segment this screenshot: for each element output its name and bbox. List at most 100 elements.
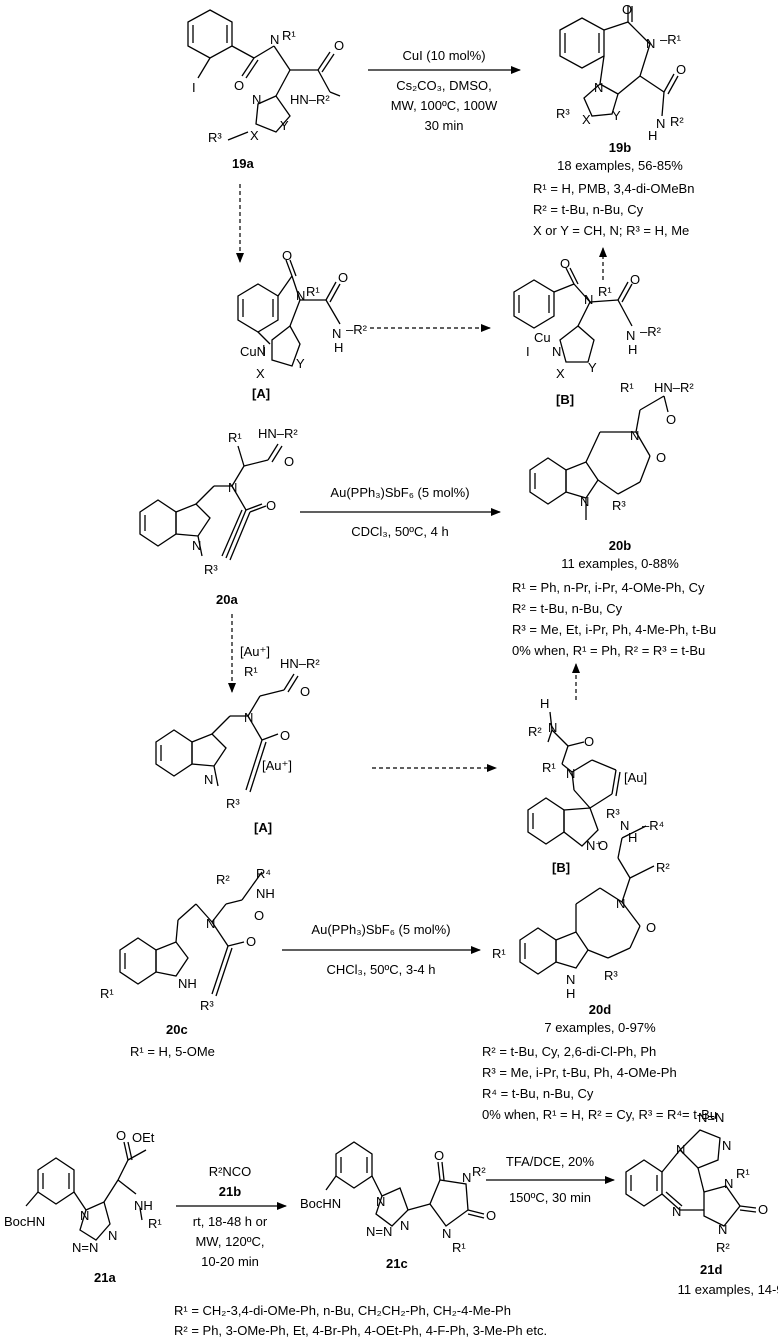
conditions-line-1: CuI (10 mol%) — [402, 48, 485, 63]
intermediate-b-label: [B] — [552, 860, 570, 875]
compound-19b-structure — [559, 6, 679, 117]
intermediate-a-label: [A] — [252, 386, 270, 401]
tetrazole-n: N — [80, 1208, 89, 1223]
examples-yield: 11 examples, 0-88% — [561, 556, 679, 571]
examples-yield: 7 examples, 0-97% — [544, 1020, 656, 1035]
amide-h: H — [540, 696, 549, 711]
iminium-nitrogen: N⁺ — [586, 838, 602, 853]
r1-group: R¹ — [100, 986, 114, 1001]
substituent-r3: R³ = Me, i-Pr, t-Bu, Ph, 4-OMe-Ph — [482, 1065, 677, 1080]
amide-nh: N — [332, 326, 341, 341]
compound-label-21d: 21d — [700, 1262, 722, 1277]
y-atom: Y — [588, 360, 597, 375]
nitrogen-atom: N — [630, 428, 639, 443]
nitrogen-atom: N — [548, 720, 557, 735]
oxygen-atom: O — [300, 684, 310, 699]
catalyst-label: [Au⁺] — [240, 644, 270, 659]
reagent-label-21b: 21b — [219, 1184, 241, 1199]
conditions-line-2: Cs₂CO₃, DMSO, — [396, 78, 492, 93]
nitrogen-atom: N — [718, 1222, 727, 1237]
nitrogen-atom: N — [584, 292, 593, 307]
tetrazole-n: N — [722, 1138, 731, 1153]
compound-20d-structure — [519, 825, 655, 975]
oxygen-atom: O — [666, 412, 676, 427]
x-atom: X — [582, 112, 591, 127]
iodine-atom: I — [192, 80, 196, 95]
r1-group: R¹ — [228, 430, 242, 445]
r1-group: R¹ — [244, 664, 258, 679]
r1-group: R¹ — [736, 1166, 750, 1181]
oxygen-atom: O — [246, 934, 256, 949]
compound-label-21a: 21a — [94, 1270, 116, 1285]
r1-group: R¹ — [306, 284, 320, 299]
intermediate-b-structure — [527, 711, 621, 847]
compound-21c-structure — [325, 1141, 485, 1227]
compound-20c-structure — [119, 871, 263, 997]
oxygen-atom: O — [486, 1208, 496, 1223]
scheme-2: R¹ HN–R² O N O N R³ 20a Au(PPh₃)SbF₆ (5 … — [139, 380, 716, 875]
ester-oet: OEt — [132, 1130, 155, 1145]
oxygen-atom: O — [622, 2, 632, 17]
tetrazole-n: N — [376, 1194, 385, 1209]
nitrogen-atom: N — [566, 766, 575, 781]
r4-group: –R⁴ — [642, 818, 664, 833]
intermediate-b-label: [B] — [556, 392, 574, 407]
nitrogen-atom: N — [252, 92, 261, 107]
conditions-line-1: Au(PPh₃)SbF₆ (5 mol%) — [311, 922, 450, 937]
scheme-3: R² R⁴ NH O N O NH R¹ R³ 20c R¹ = H, 5-OM… — [100, 818, 717, 1122]
scheme-4: OEt O NH R¹ BocHN N N=N N 21a R²NCO 21b … — [4, 1110, 778, 1338]
r3-group: R³ — [556, 106, 570, 121]
tetrazole-n: N=N — [72, 1240, 98, 1255]
r1-group: R¹ — [452, 1240, 466, 1255]
r2-group: R² — [656, 860, 670, 875]
y-atom: Y — [612, 108, 621, 123]
indole-nh: N — [566, 972, 575, 987]
compound-21d-structure — [625, 1129, 757, 1227]
substituent-r2: R² = Ph, 3-OMe-Ph, Et, 4-Br-Ph, 4-OEt-Ph… — [174, 1323, 547, 1338]
r2-group: R² — [528, 724, 542, 739]
zero-yield-note: 0% when, R¹ = H, R² = Cy, R³ = R⁴= t-Bu — [482, 1107, 717, 1122]
r2-group: R² — [716, 1240, 730, 1255]
r1-group: R¹ — [620, 380, 634, 395]
intermediate-a-structure — [237, 259, 341, 367]
nitrogen-atom: N — [594, 80, 603, 95]
intermediate-a-structure — [155, 673, 299, 793]
imine-n: N — [672, 1204, 681, 1219]
tetrazole-n: N — [676, 1142, 685, 1157]
conditions-b-line-2: 150ºC, 30 min — [509, 1190, 591, 1205]
substituent-xy: X or Y = CH, N; R³ = H, Me — [533, 223, 689, 238]
substituent-r1: R¹ = CH₂-3,4-di-OMe-Ph, n-Bu, CH₂CH₂-Ph,… — [174, 1303, 511, 1318]
oxygen-atom: O — [334, 38, 344, 53]
compound-label-20c: 20c — [166, 1022, 188, 1037]
x-atom: X — [556, 366, 565, 381]
nitrogen-atom: N — [462, 1170, 471, 1185]
substituent-r2: R² = t-Bu, Cy, 2,6-di-Cl-Ph, Ph — [482, 1044, 656, 1059]
oxygen-atom: O — [676, 62, 686, 77]
conditions-line-2: CHCl₃, 50ºC, 3-4 h — [326, 962, 435, 977]
r1-group: R¹ — [282, 28, 296, 43]
amide-h: H — [334, 340, 343, 355]
amide-nh-r2: HN–R² — [280, 656, 320, 671]
nitrogen-atom: N — [646, 36, 655, 51]
zero-yield-note: 0% when, R¹ = Ph, R² = R³ = t-Bu — [512, 643, 705, 658]
amide-n: N — [620, 818, 629, 833]
compound-label-19a: 19a — [232, 156, 254, 171]
nitrogen-atom: N — [270, 32, 279, 47]
nitrogen-atom: N — [442, 1226, 451, 1241]
tetrazole-n: N=N — [366, 1224, 392, 1239]
x-atom: X — [250, 128, 259, 143]
copper-atom: Cu — [534, 330, 551, 345]
x-atom: X — [256, 366, 265, 381]
conditions-a-line-3: 10-20 min — [201, 1254, 259, 1269]
conditions-a-line-2: MW, 120ºC, — [195, 1234, 264, 1249]
conditions-line-3: MW, 100ºC, 100W — [391, 98, 498, 113]
compound-21a-structure — [25, 1141, 147, 1241]
reagent: R²NCO — [209, 1164, 252, 1179]
oxygen-atom: O — [584, 734, 594, 749]
r2-group: –R² — [346, 322, 368, 337]
compound-label-20d: 20d — [589, 1002, 611, 1017]
conditions-line-2: CDCl₃, 50ºC, 4 h — [351, 524, 448, 539]
oxygen-atom: O — [284, 454, 294, 469]
compound-label-20b: 20b — [609, 538, 631, 553]
examples-yield: 18 examples, 56-85% — [557, 158, 683, 173]
